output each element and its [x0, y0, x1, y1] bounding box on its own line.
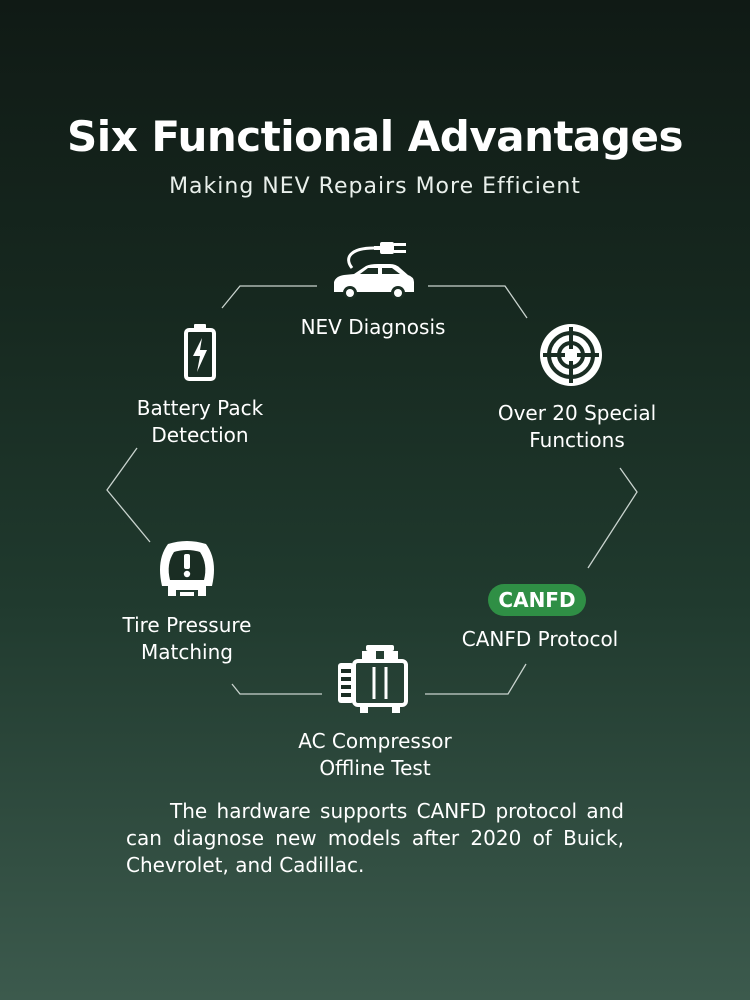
feature-label: AC Compressor Offline Test [270, 728, 480, 782]
feature-label: Battery Pack Detection [100, 395, 300, 449]
description-text: The hardware supports CANFD protocol and… [126, 799, 624, 877]
feature-label: NEV Diagnosis [300, 315, 446, 339]
ac-compressor-icon [338, 645, 408, 713]
feature-label-line2: Offline Test [319, 756, 431, 780]
battery-charge-icon [184, 324, 216, 381]
feature-label: CANFD Protocol [461, 627, 619, 651]
feature-label-line2: Functions [529, 428, 625, 452]
crosshair-target-icon [540, 324, 602, 386]
page-subtitle: Making NEV Repairs More Efficient [169, 174, 581, 199]
ev-car-plug-icon [334, 242, 414, 300]
feature-label-line1: Battery Pack [136, 396, 264, 420]
feature-label-line1: Over 20 Special [497, 401, 657, 425]
feature-label-line2: Detection [151, 423, 249, 447]
feature-label-line2: Matching [141, 640, 233, 664]
feature-label: Tire Pressure Matching [92, 612, 282, 666]
feature-label-line1: AC Compressor [298, 729, 452, 753]
tpms-warning-icon [160, 541, 214, 596]
canfd-badge: CANFD [488, 584, 586, 616]
feature-label: Over 20 Special Functions [467, 400, 687, 454]
page-title: Six Functional Advantages [67, 112, 683, 161]
feature-label-line1: Tire Pressure [122, 613, 252, 637]
